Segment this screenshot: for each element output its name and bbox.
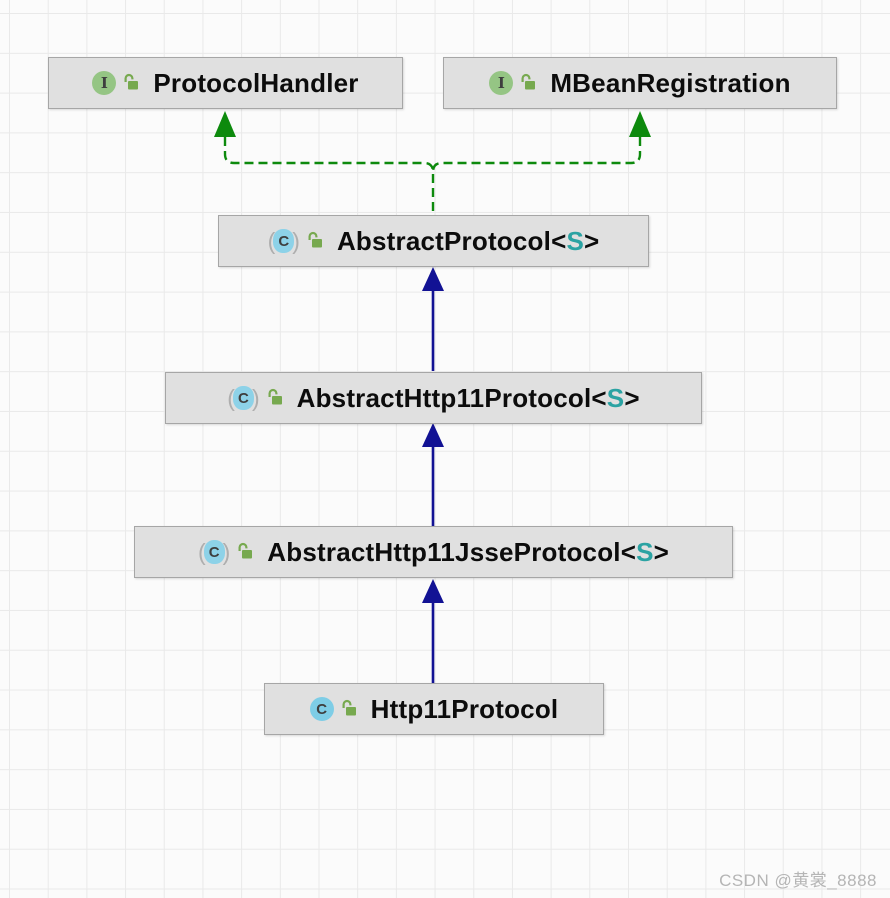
class-node-abstractprotocol[interactable]: ( C ) AbstractProtocol<S>: [218, 215, 649, 267]
node-label: Http11Protocol: [370, 693, 559, 724]
implements-arrowhead-mbeanregistration: [629, 111, 651, 137]
abstract-paren-close: ): [222, 538, 231, 565]
abstract-paren-open: (: [227, 384, 235, 411]
abstract-paren-close: ): [251, 384, 260, 411]
class-node-protocolhandler[interactable]: I ProtocolHandler: [48, 57, 403, 109]
public-lock-icon: [237, 542, 253, 559]
interface-letter: I: [92, 71, 117, 95]
interface-letter: I: [489, 71, 514, 95]
class-letter: C: [232, 386, 254, 410]
abstract-paren-open: (: [267, 227, 276, 254]
public-lock-icon: [123, 73, 139, 90]
class-node-abstracthttp11jsseprotocol[interactable]: ( C ) AbstractHttp11JsseProtocol<S>: [134, 526, 733, 578]
node-label: ProtocolHandler: [153, 67, 359, 98]
abstract-class-icon: ( C ): [268, 229, 300, 253]
class-letter: C: [203, 540, 225, 564]
abstract-paren-open: (: [197, 538, 206, 565]
class-node-http11protocol[interactable]: C Http11Protocol: [264, 683, 604, 735]
node-label: AbstractProtocol<S>: [336, 225, 600, 256]
interface-icon: I: [489, 71, 514, 95]
watermark: CSDN @黄裳_8888: [719, 871, 877, 890]
extends-edge-abstracthttp11protocol-to-abstractprotocol[interactable]: [422, 267, 444, 371]
abstract-class-icon: ( C ): [227, 384, 260, 411]
extends-edge-abstracthttp11jsseprotocol-to-abstracthttp11protocol[interactable]: [422, 423, 444, 526]
public-lock-icon: [267, 388, 283, 405]
abstract-paren-close: ): [292, 227, 300, 254]
node-label: AbstractHttp11Protocol<S>: [296, 382, 640, 413]
class-letter: C: [273, 229, 295, 253]
public-lock-icon: [341, 699, 357, 716]
class-node-mbeanregistration[interactable]: I MBeanRegistration: [443, 57, 837, 109]
abstract-class-icon: ( C ): [198, 540, 230, 564]
class-icon: C: [309, 697, 334, 721]
public-lock-icon: [307, 231, 323, 248]
interface-icon: I: [92, 71, 117, 95]
class-letter: C: [309, 697, 334, 721]
node-label: AbstractHttp11JsseProtocol<S>: [267, 536, 670, 567]
implements-edge-abstractprotocol-to-interfaces[interactable]: [214, 111, 651, 214]
node-label: MBeanRegistration: [550, 67, 791, 98]
public-lock-icon: [520, 73, 536, 90]
class-node-abstracthttp11protocol[interactable]: ( C ) AbstractHttp11Protocol<S>: [165, 372, 702, 424]
extends-edge-http11protocol-to-abstracthttp11jsseprotocol[interactable]: [422, 579, 444, 683]
implements-arrowhead-protocolhandler: [214, 111, 236, 137]
